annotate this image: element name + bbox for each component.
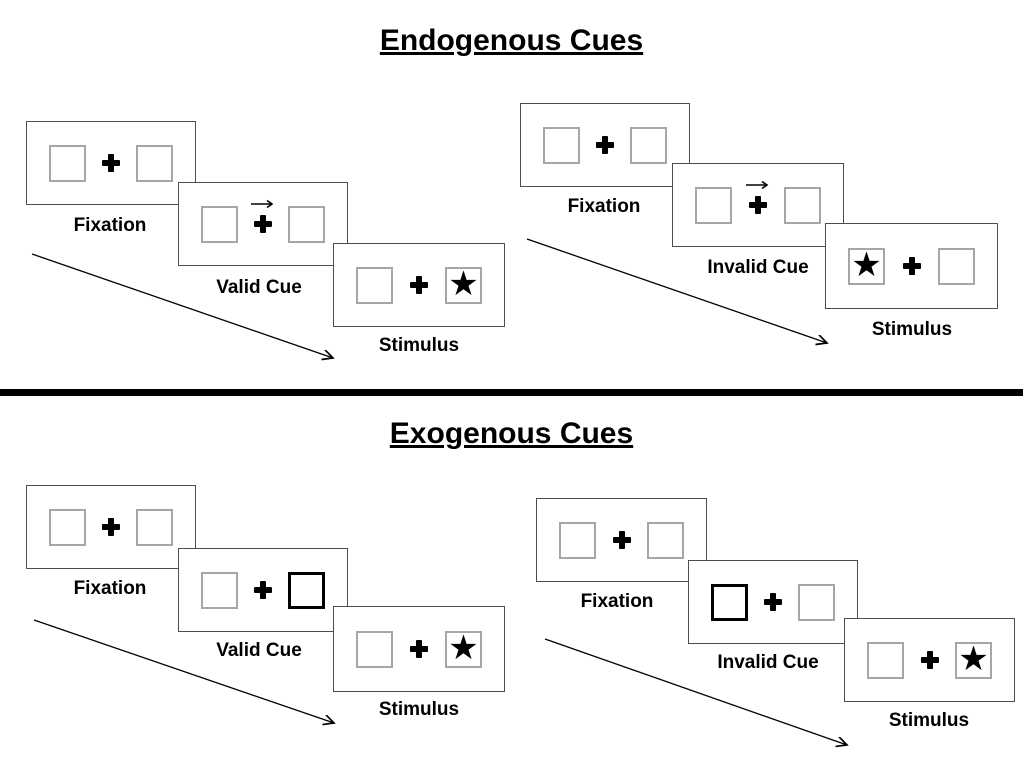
right-box [288,205,325,243]
timeline-arrow-icon [526,238,837,351]
left-box [559,521,596,559]
left-box-highlighted [711,583,748,621]
endo-invalid-stimulus-label: Stimulus [871,319,953,340]
exo-invalid-cue-panel [688,560,858,644]
exo-invalid-stimulus-label: Stimulus [888,710,970,731]
left-box [201,571,238,609]
exo-invalid-fixation-panel [536,498,707,582]
right-box [798,583,835,621]
right-box: ★ [955,639,992,679]
endo-invalid-fixation-label: Fixation [567,196,641,217]
endo-invalid-fixation-panel [520,103,690,187]
endo-valid-stimulus-label: Stimulus [378,335,460,356]
fixation-cross-icon [102,154,120,172]
exo-valid-stimulus-panel: ★ [333,606,505,692]
left-box [867,641,904,679]
left-box [356,630,393,668]
fixation-cross-icon [920,651,939,669]
fixation-cross-icon [902,257,921,275]
exo-invalid-fixation-label: Fixation [580,591,654,612]
fixation-cross-icon [410,640,428,658]
right-box [136,144,173,182]
left-box: ★ [848,245,885,285]
timeline-arrow-icon [544,638,857,755]
exo-valid-cue-label: Valid Cue [216,640,302,661]
right-box [136,508,173,546]
endo-valid-stimulus-panel: ★ [333,243,505,327]
left-box [49,508,86,546]
left-box [543,126,580,164]
left-box [356,266,393,304]
endo-valid-cue-label: Valid Cue [216,277,302,298]
left-box [49,144,86,182]
section-title-endogenous: Endogenous Cues [379,24,644,57]
fixation-cross-icon [254,581,272,599]
star-icon: ★ [448,628,479,668]
right-box: ★ [445,264,482,304]
exo-valid-fixation-label: Fixation [73,578,147,599]
exo-valid-fixation-panel [26,485,196,569]
section-title-exogenous: Exogenous Cues [389,417,634,450]
endo-invalid-stimulus-panel: ★ [825,223,998,309]
endo-valid-fixation-label: Fixation [73,215,147,236]
endo-invalid-cue-label: Invalid Cue [707,257,809,278]
right-arrow-icon [746,180,769,190]
exo-invalid-stimulus-panel: ★ [844,618,1015,702]
endo-valid-cue-panel [178,182,348,266]
left-box [201,205,238,243]
endo-invalid-cue-panel [672,163,844,247]
fixation-cross-icon [102,518,120,536]
fixation-cross-icon [764,593,782,611]
right-box [938,247,975,285]
right-box-highlighted [288,571,325,609]
exo-valid-stimulus-label: Stimulus [378,699,460,720]
timeline-arrow-icon [33,619,344,730]
right-box: ★ [445,628,482,668]
fixation-cross-icon [612,531,631,549]
section-divider [0,389,1023,396]
fixation-cross-icon [410,276,428,294]
star-icon: ★ [958,639,989,679]
fixation-cross-icon [254,215,272,233]
right-arrow-icon [251,199,274,209]
fixation-cross-icon [596,136,614,154]
right-box [784,186,821,224]
star-icon: ★ [448,264,479,304]
right-box [647,521,684,559]
endo-valid-fixation-panel [26,121,196,205]
timeline-arrow-icon [31,253,342,366]
left-box [695,186,732,224]
right-box [630,126,667,164]
exo-invalid-cue-label: Invalid Cue [717,652,819,673]
exo-valid-cue-panel [178,548,348,632]
star-icon: ★ [851,245,882,285]
fixation-cross-icon [749,196,767,214]
